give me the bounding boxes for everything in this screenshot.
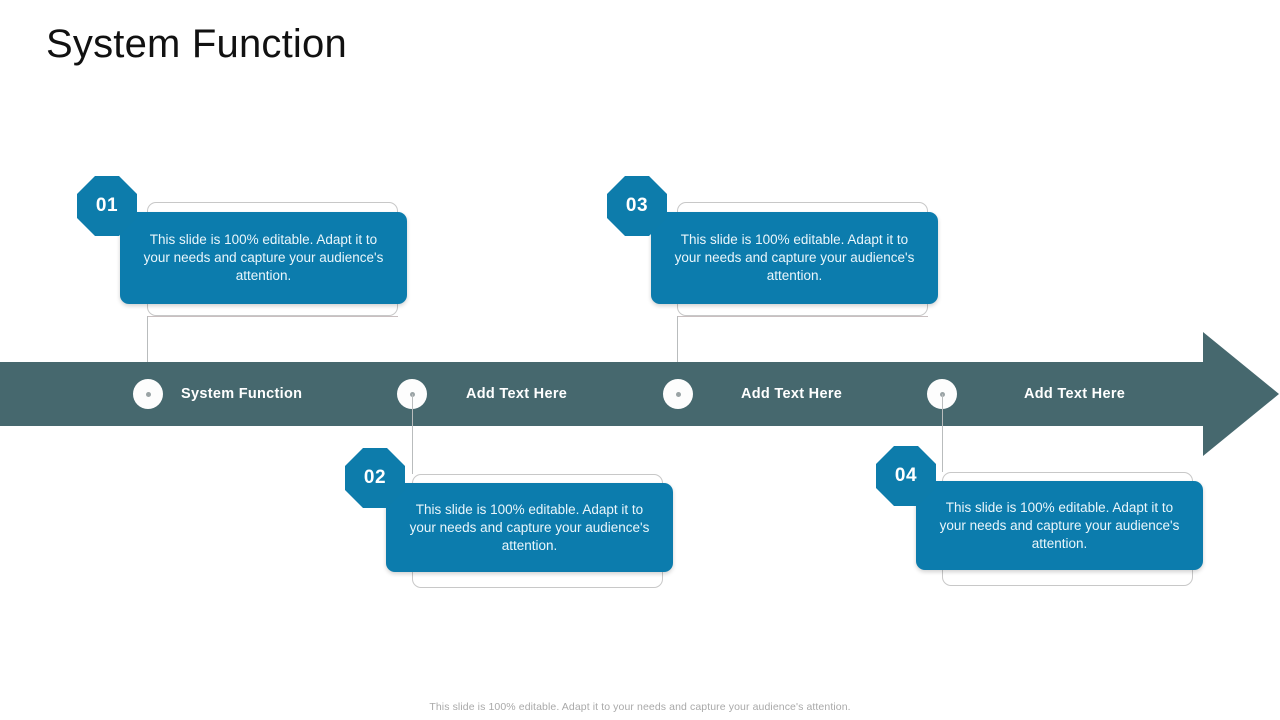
footer-note: This slide is 100% editable. Adapt it to…: [429, 701, 851, 713]
callout-connector-vertical-04: [942, 394, 943, 472]
timeline-node-1[interactable]: [133, 379, 163, 409]
timeline-node-3[interactable]: [663, 379, 693, 409]
timeline-label-4: Add Text Here: [1024, 386, 1126, 402]
timeline-bar: [0, 362, 1205, 426]
timeline-label-3: Add Text Here: [741, 386, 843, 402]
callout-card-text-03: This slide is 100% editable. Adapt it to…: [674, 232, 915, 283]
callout-card-01[interactable]: This slide is 100% editable. Adapt it to…: [120, 212, 407, 304]
callout-connector-horizontal-01: [147, 316, 398, 317]
callout-badge-number-01: 01: [95, 195, 119, 216]
callout-card-text-04: This slide is 100% editable. Adapt it to…: [939, 499, 1180, 551]
timeline-label-1: System Function: [181, 386, 303, 402]
callout-badge-03[interactable]: 03: [607, 176, 667, 236]
page-title: System Function: [46, 22, 347, 66]
callout-badge-number-02: 02: [363, 467, 387, 488]
callout-badge-04[interactable]: 04: [876, 446, 936, 506]
callout-card-text-01: This slide is 100% editable. Adapt it to…: [143, 232, 384, 283]
callout-badge-01[interactable]: 01: [77, 176, 137, 236]
callout-card-02[interactable]: This slide is 100% editable. Adapt it to…: [386, 483, 673, 572]
callout-connector-vertical-03: [677, 316, 678, 394]
callout-card-text-02: This slide is 100% editable. Adapt it to…: [409, 501, 650, 553]
callout-badge-02[interactable]: 02: [345, 448, 405, 508]
timeline: System Function Add Text Here Add Text H…: [0, 332, 1280, 458]
timeline-label-2: Add Text Here: [466, 386, 568, 402]
callout-card-03[interactable]: This slide is 100% editable. Adapt it to…: [651, 212, 938, 304]
arrow-right-icon: [1203, 332, 1279, 456]
callout-card-04[interactable]: This slide is 100% editable. Adapt it to…: [916, 481, 1203, 570]
callout-connector-vertical-01: [147, 316, 148, 394]
callout-connector-horizontal-03: [677, 316, 928, 317]
callout-connector-vertical-02: [412, 394, 413, 474]
callout-badge-number-03: 03: [625, 195, 649, 216]
callout-badge-number-04: 04: [894, 465, 918, 486]
